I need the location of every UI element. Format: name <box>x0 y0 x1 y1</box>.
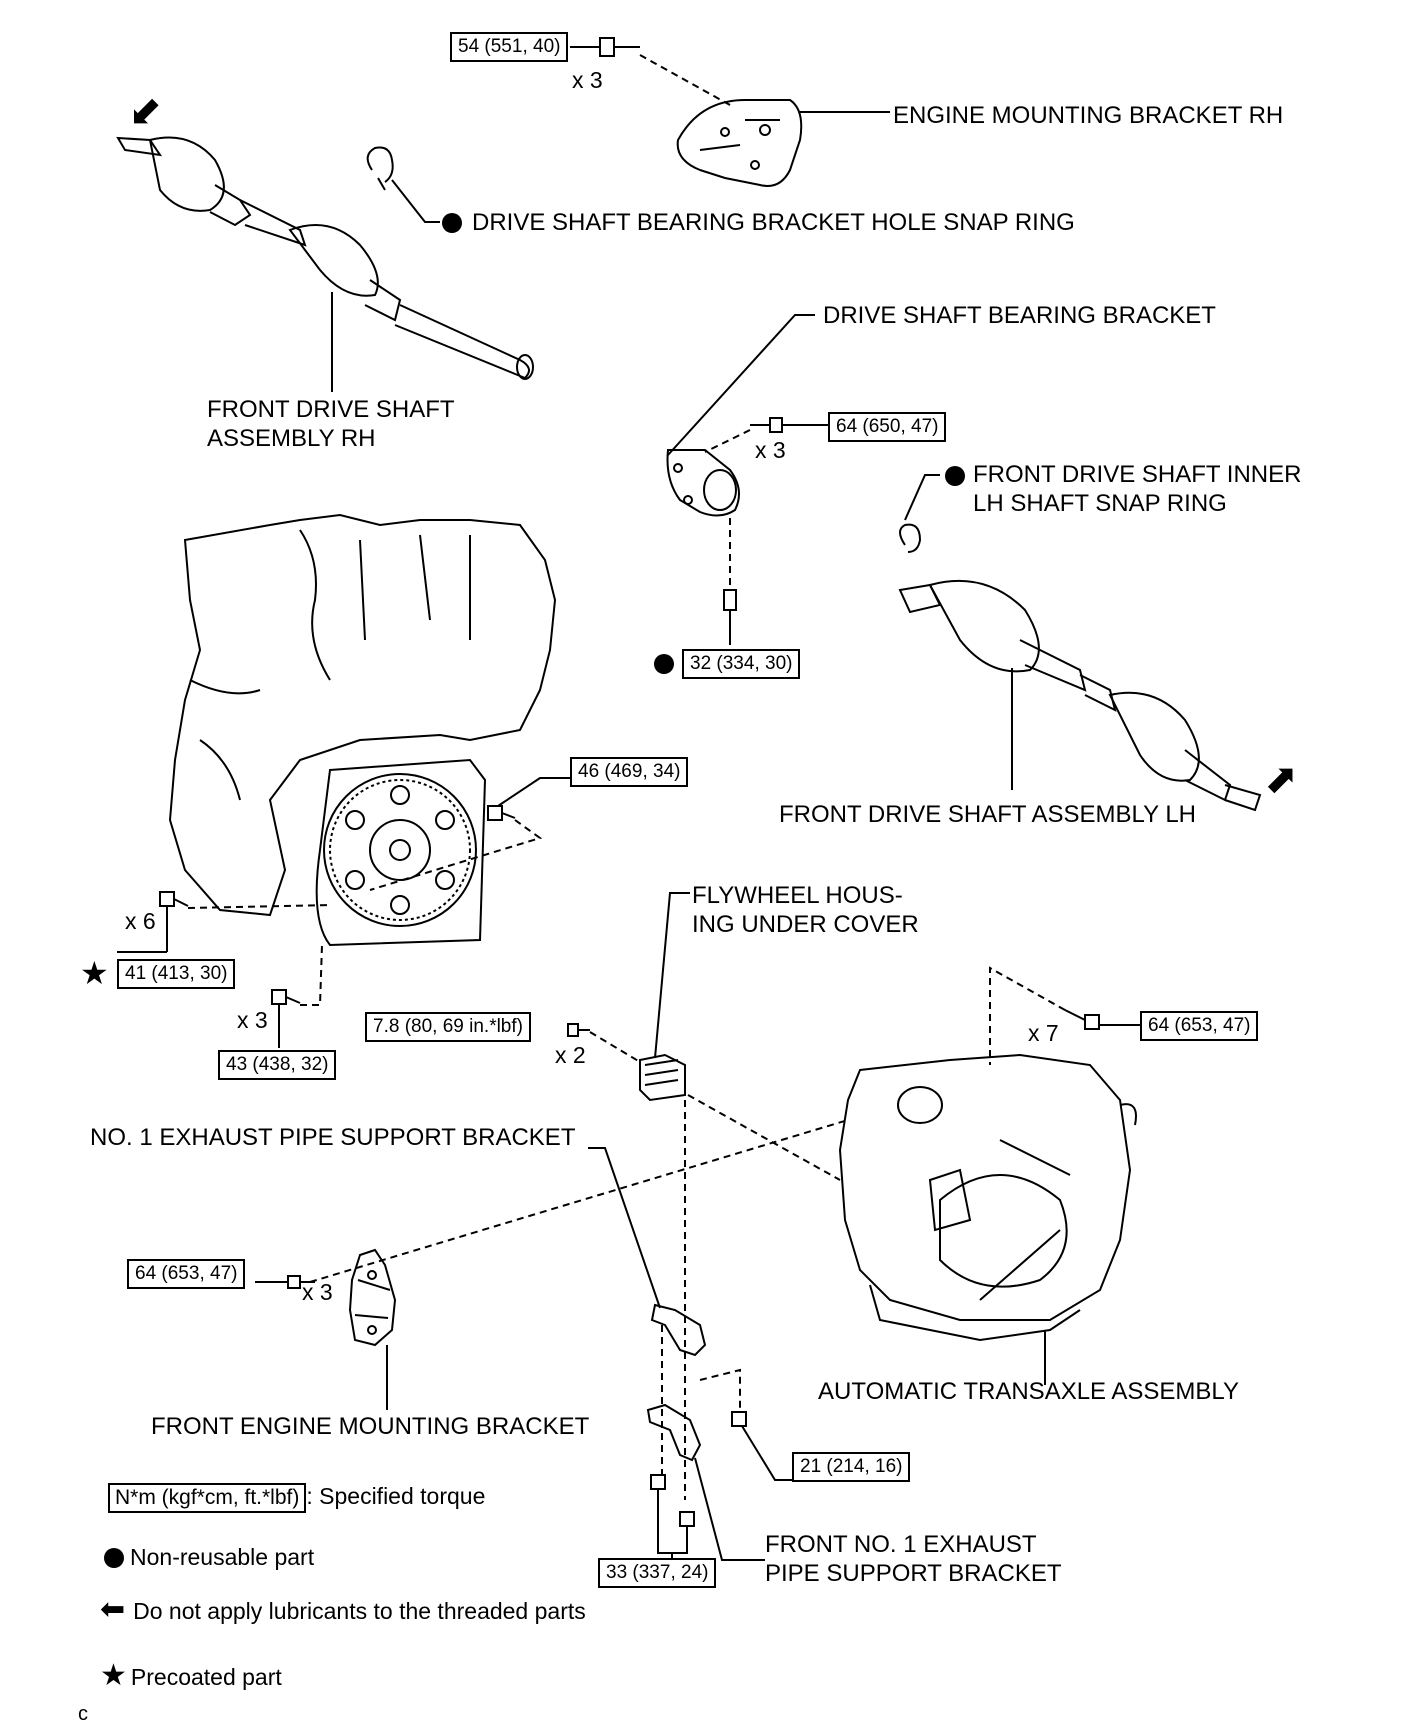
leader-bearing-bracket <box>667 314 815 456</box>
non-reusable-dot-icon <box>654 654 674 674</box>
non-reusable-dot-icon <box>945 466 965 486</box>
legend-non-reusable: Non-reusable part <box>104 1543 314 1571</box>
label-no1-exhaust-bracket: NO. 1 EXHAUST PIPE SUPPORT BRACKET <box>90 1124 576 1151</box>
label-front-drive-shaft-rh-line2: ASSEMBLY RH <box>207 425 376 452</box>
dashed-bolt-x7 <box>989 966 1066 1065</box>
no-lubricant-arrow-icon: ⬅ <box>100 1592 126 1627</box>
label-flywheel-cover-line2: ING UNDER COVER <box>692 911 919 938</box>
qty-x3-lower: x 3 <box>237 1007 268 1033</box>
precoated-star-icon: ★ <box>80 954 109 992</box>
leader-front-no1-exhaust-bracket <box>694 1457 765 1561</box>
dashed-bearing-bolt <box>704 429 751 453</box>
qty-x3-mount: x 3 <box>302 1279 333 1305</box>
legend-precoated-text: Precoated part <box>130 1664 282 1690</box>
leader-no1-exhaust-bracket <box>588 1147 661 1309</box>
dashed-mount-to-transaxle <box>309 1119 849 1283</box>
bolt-x6 <box>159 891 189 907</box>
torque-64-650-47: 64 (650, 47) <box>828 412 947 442</box>
engine-mounting-bracket-rh-part <box>676 99 803 187</box>
bolt-top <box>599 37 640 57</box>
leader-snap-ring-rh <box>391 179 440 223</box>
front-engine-mounting-bracket-part <box>348 1248 397 1347</box>
torque-64-653-47-right: 64 (653, 47) <box>1140 1011 1259 1041</box>
label-front-no1-exhaust-line2: PIPE SUPPORT BRACKET <box>765 1560 1062 1587</box>
torque-7-8-80-69: 7.8 (80, 69 in.*lbf) <box>365 1012 531 1042</box>
corner-mark: c <box>78 1703 88 1725</box>
torque-33-337-24: 33 (337, 24) <box>598 1558 717 1588</box>
qty-x6: x 6 <box>125 908 156 934</box>
torque-21-214-16: 21 (214, 16) <box>792 1452 911 1482</box>
bolt-x3-lower <box>271 989 301 1005</box>
label-inner-snap-ring-line1: FRONT DRIVE SHAFT INNER <box>973 461 1302 488</box>
label-front-no1-exhaust-line1: FRONT NO. 1 EXHAUST <box>765 1531 1037 1558</box>
non-reusable-dot-icon <box>104 1548 124 1568</box>
bolt-bearing-bracket <box>750 417 783 433</box>
leader-snap-ring-lh <box>904 474 940 521</box>
drive-shaft-bearing-bracket-part <box>666 449 740 517</box>
label-inner-snap-ring-line2: LH SHAFT SNAP RING <box>973 490 1227 517</box>
label-automatic-transaxle: AUTOMATIC TRANSAXLE ASSEMBLY <box>818 1378 1240 1405</box>
non-reusable-dot-icon <box>442 213 462 233</box>
nut-21 <box>731 1411 747 1427</box>
label-engine-mounting-bracket-rh: ENGINE MOUNTING BRACKET RH <box>893 102 1284 129</box>
legend-no-lubricant: ⬅ Do not apply lubricants to the threaded… <box>100 1595 586 1625</box>
bolt-x7 <box>1064 1009 1100 1030</box>
qty-x7: x 7 <box>1028 1020 1059 1046</box>
front-drive-shaft-lh-part <box>898 579 1262 812</box>
snap-ring-rh-part <box>366 146 394 191</box>
dashed-bolt-7-8 <box>589 1031 641 1063</box>
stud-bolt <box>723 589 737 645</box>
torque-64-653-47-left: 64 (653, 47) <box>127 1259 246 1289</box>
nut-33-b <box>679 1511 695 1527</box>
legend-torque-unit: N*m (kgf*cm, ft.*lbf) <box>108 1483 307 1513</box>
qty-x2: x 2 <box>555 1042 586 1068</box>
legend-precoated: ★Precoated part <box>100 1661 282 1691</box>
legend-no-lubricant-text: Do not apply lubricants to the threaded … <box>133 1598 586 1624</box>
qty-bearing-bolt: x 3 <box>755 437 786 463</box>
nut-33-a <box>650 1474 666 1490</box>
leader-flywheel-cover <box>654 892 690 1059</box>
dashed-bolt-x3-lower <box>300 944 323 1006</box>
torque-43-438-32: 43 (438, 32) <box>218 1050 337 1080</box>
label-front-drive-shaft-rh-line1: FRONT DRIVE SHAFT <box>207 396 455 423</box>
dashed-bolt-46 <box>369 819 543 891</box>
label-drive-shaft-bearing-bracket-hole-snap-ring: DRIVE SHAFT BEARING BRACKET HOLE SNAP RI… <box>472 209 1075 236</box>
bolt-46 <box>487 805 516 821</box>
front-no1-exhaust-bracket-part <box>646 1403 702 1462</box>
label-drive-shaft-bearing-bracket: DRIVE SHAFT BEARING BRACKET <box>823 302 1216 329</box>
engine-part <box>168 513 557 947</box>
snap-ring-lh-part <box>899 523 922 553</box>
legend-torque-desc: : Specified torque <box>306 1483 486 1509</box>
front-drive-shaft-rh-part <box>116 136 534 380</box>
torque-41-413-30: 41 (413, 30) <box>117 959 236 989</box>
label-flywheel-cover-line1: FLYWHEEL HOUS- <box>692 882 903 909</box>
dashed-bolt-to-bracket-rh <box>639 54 731 106</box>
automatic-transaxle-part <box>838 1053 1137 1342</box>
bolt-7-8 <box>567 1023 590 1037</box>
flywheel-housing-under-cover-part <box>639 1053 686 1102</box>
qty-top-bolt: x 3 <box>572 67 603 93</box>
dashed-no1-right <box>699 1368 741 1410</box>
label-front-drive-shaft-lh: FRONT DRIVE SHAFT ASSEMBLY LH <box>779 801 1196 828</box>
torque-46-469-34: 46 (469, 34) <box>570 757 689 787</box>
no1-exhaust-bracket-part <box>650 1303 707 1357</box>
precoated-star-icon: ★ <box>100 1658 127 1693</box>
torque-32-334-30: 32 (334, 30) <box>682 649 801 679</box>
legend-non-reusable-text: Non-reusable part <box>130 1544 315 1570</box>
legend-torque: N*m (kgf*cm, ft.*lbf): Specified torque <box>108 1482 485 1513</box>
dashed-cover-to-transaxle <box>687 1094 841 1181</box>
label-front-engine-mount: FRONT ENGINE MOUNTING BRACKET <box>151 1413 590 1440</box>
torque-54-551-40: 54 (551, 40) <box>450 32 569 62</box>
dashed-bolt-x6 <box>187 904 331 909</box>
